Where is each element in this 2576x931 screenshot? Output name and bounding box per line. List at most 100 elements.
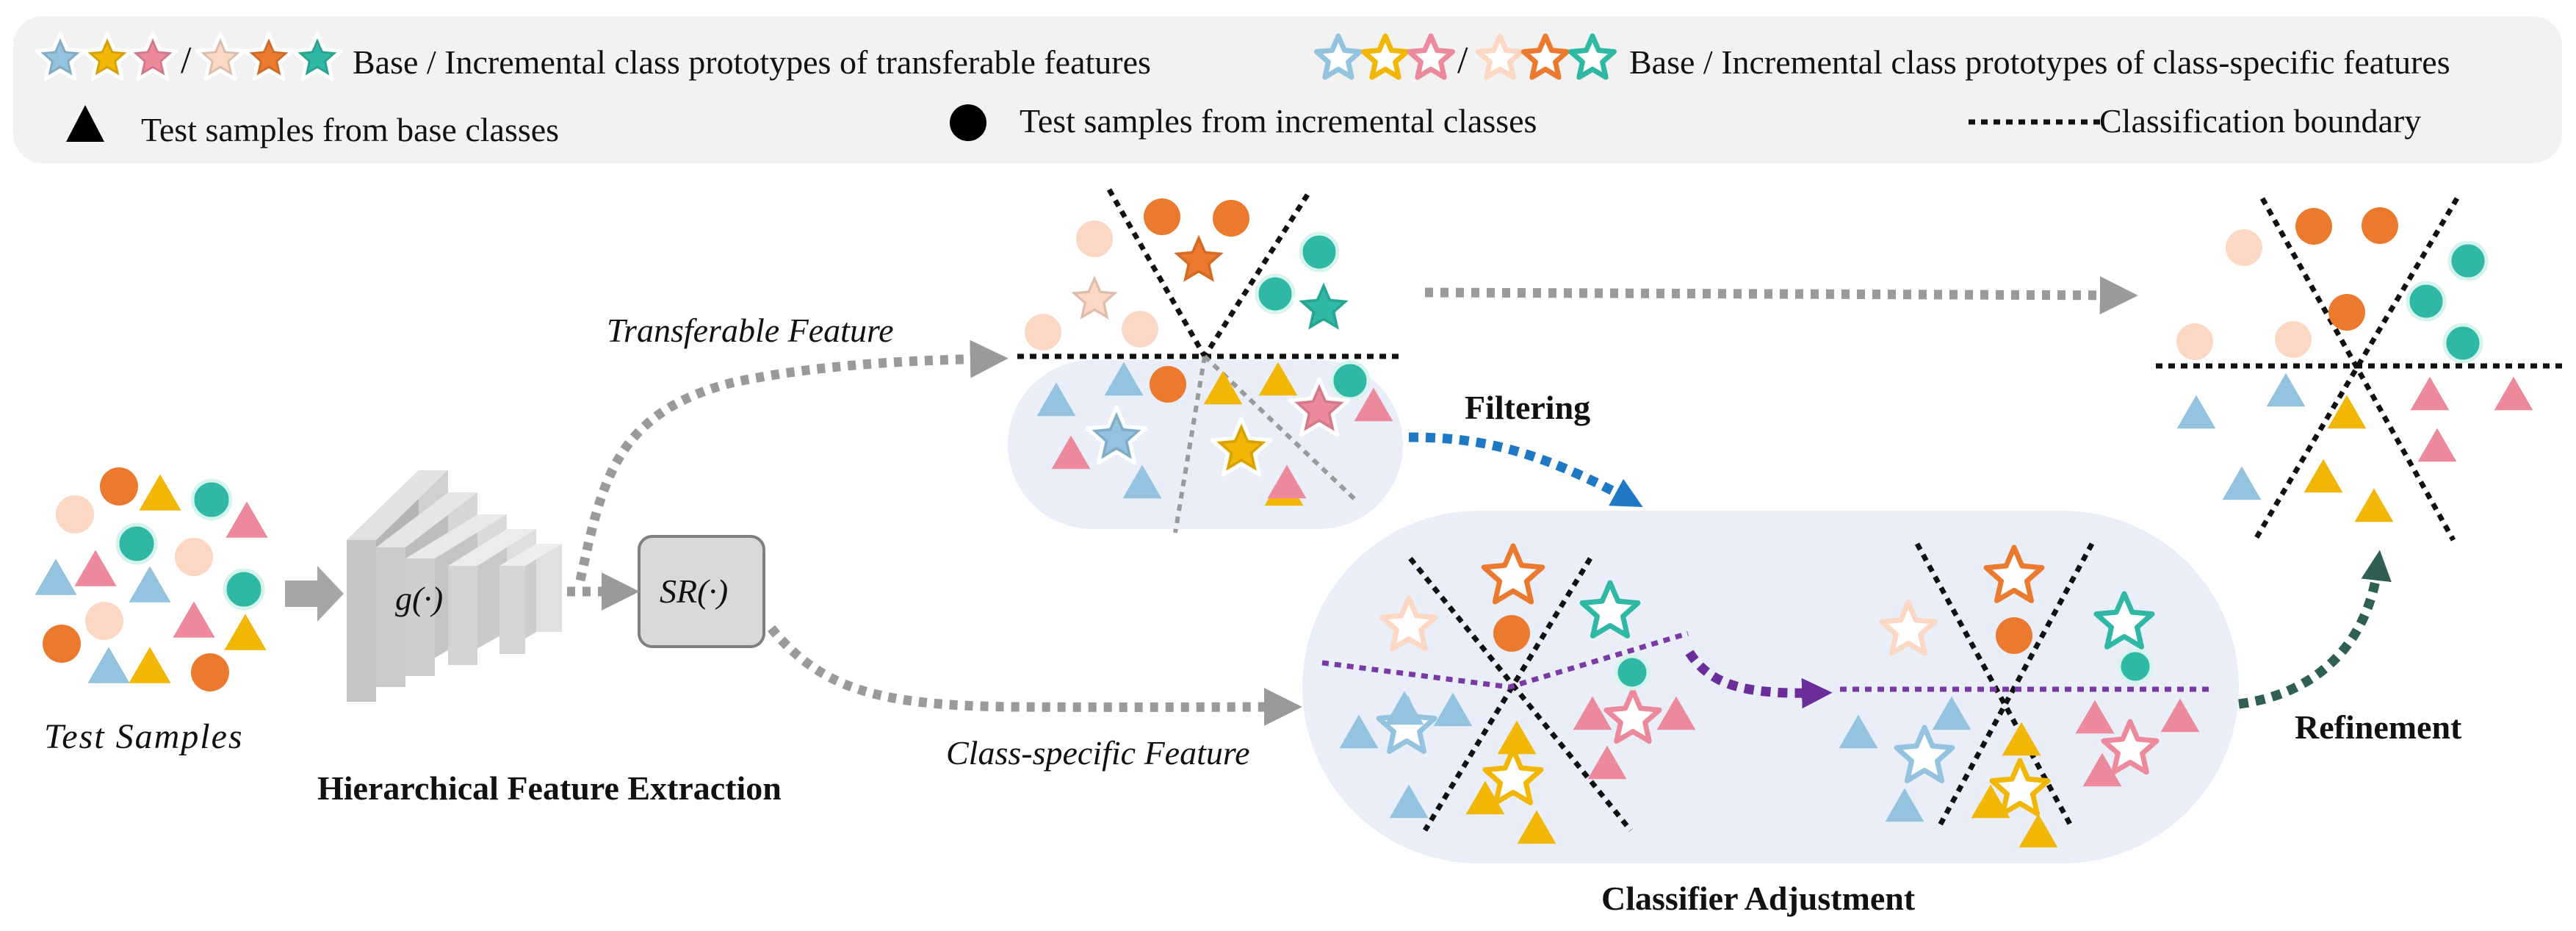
prototype-star-inner bbox=[1217, 425, 1266, 470]
prototype-star-icon bbox=[1085, 405, 1148, 465]
prototype-star-outline-icon bbox=[1361, 33, 1410, 80]
prototype-star-outline-icon bbox=[2093, 591, 2155, 650]
transferable-boundaries bbox=[1017, 188, 1403, 359]
base-sample-triangle-icon bbox=[1885, 788, 1924, 822]
base-sample-triangle-icon bbox=[1051, 435, 1091, 470]
refinement-arrow bbox=[2238, 550, 2392, 709]
prototype-star-outline-icon bbox=[1379, 595, 1438, 652]
class-specific-arrow bbox=[767, 625, 1302, 727]
base-sample-triangle-icon bbox=[1203, 370, 1243, 405]
prototype-star-icon bbox=[243, 32, 295, 81]
transferable-feature-space bbox=[1008, 188, 1403, 533]
feature-extractor: g(·) bbox=[347, 470, 562, 702]
prototype-star-inner bbox=[1092, 413, 1141, 459]
incremental-sample-circle-icon bbox=[175, 538, 213, 576]
prototype-star-outline-icon bbox=[1983, 544, 2045, 603]
base-sample-triangle-icon bbox=[1971, 784, 2010, 819]
classifier-adjustment bbox=[1302, 511, 2239, 863]
prototype-star-outline-icon bbox=[1568, 33, 1617, 80]
base-sample-triangle-icon bbox=[2082, 752, 2122, 787]
sr-function-label: SR(·) bbox=[660, 572, 728, 610]
prototype-star-outline-icon bbox=[1521, 33, 1570, 80]
incremental-sample-circle-icon bbox=[1493, 615, 1530, 652]
prototype-star-inner bbox=[1071, 276, 1118, 320]
base-sample-triangle-icon bbox=[1339, 714, 1379, 749]
base-sample-triangle-icon bbox=[224, 614, 267, 650]
base-sample-triangle-icon bbox=[2266, 373, 2306, 407]
adjustment-panel bbox=[1302, 511, 2239, 863]
base-sample-triangle-icon bbox=[2417, 428, 2457, 462]
legend-boundary-label: Classification boundary bbox=[2099, 102, 2421, 140]
prototype-star-outline-icon bbox=[1879, 600, 1938, 656]
adjustment-boundary-before-purple bbox=[1321, 630, 1689, 690]
classifier-adjustment-label: Classifier Adjustment bbox=[1601, 880, 1916, 917]
base-sample-triangle-icon bbox=[1587, 745, 1627, 780]
prototype-star-icon bbox=[195, 32, 246, 81]
base-sample-triangle-icon bbox=[129, 647, 171, 683]
prototype-star-outline-icon bbox=[1989, 758, 2051, 816]
base-sample-triangle-icon bbox=[139, 474, 181, 511]
prototype-star-outline-icon bbox=[1481, 543, 1545, 605]
prototype-star-icon bbox=[1288, 377, 1351, 437]
base-sample-triangle-icon bbox=[2002, 722, 2041, 756]
legend-background bbox=[13, 16, 2562, 163]
incremental-sample-circle-icon bbox=[223, 568, 265, 611]
transferable-samples bbox=[1025, 198, 1393, 506]
base-sample-triangle-icon bbox=[1656, 696, 1696, 730]
extractor-block-5 bbox=[499, 544, 562, 654]
prototype-star-icon bbox=[35, 32, 86, 81]
refined-samples bbox=[2176, 207, 2533, 522]
transferable-boundaries-faded bbox=[1173, 354, 1357, 533]
incremental-sample-circle-icon bbox=[115, 522, 158, 565]
test-samples-cluster bbox=[35, 467, 268, 691]
incremental-sample-circle-icon bbox=[2275, 321, 2312, 358]
base-sample-triangle-icon bbox=[2410, 376, 2450, 411]
incremental-sample-circle-icon bbox=[100, 467, 138, 506]
incremental-sample-circle-icon bbox=[1255, 273, 1296, 314]
base-sample-triangle-icon bbox=[1839, 714, 1878, 749]
incremental-sample-circle-icon bbox=[2117, 648, 2154, 685]
prototype-star-inner bbox=[201, 37, 240, 76]
base-sample-triangle-icon bbox=[1267, 464, 1307, 499]
adjustment-boundaries-before bbox=[1408, 556, 1633, 833]
transferable-arrow bbox=[575, 339, 1009, 582]
base-sample-triangle-icon bbox=[2176, 395, 2216, 429]
base-sample-triangle-icon bbox=[2303, 459, 2343, 493]
base-sample-triangle-icon bbox=[35, 558, 77, 595]
refined-boundaries bbox=[2156, 197, 2567, 542]
legend-triangle-icon bbox=[66, 105, 104, 142]
incremental-sample-circle-icon bbox=[1299, 231, 1340, 273]
legend-circle-icon bbox=[950, 104, 986, 141]
incremental-sample-circle-icon bbox=[1150, 366, 1186, 403]
prototype-star-outline-icon bbox=[2101, 719, 2160, 775]
incremental-sample-circle-icon bbox=[1076, 220, 1113, 257]
prototype-star-outline-icon bbox=[1476, 33, 1524, 80]
sr-module: SR(·) bbox=[638, 535, 765, 648]
prototype-star-outline-icon bbox=[1407, 33, 1455, 80]
base-sample-triangle-icon bbox=[1104, 362, 1144, 396]
test-samples-label: Test Samples bbox=[44, 717, 244, 756]
legend-base-samples-label: Test samples from base classes bbox=[141, 111, 559, 148]
incremental-sample-circle-icon bbox=[85, 602, 123, 640]
legend-class-specific-label: Base / Incremental class prototypes of c… bbox=[1629, 43, 2450, 81]
prototype-star-inner bbox=[249, 37, 289, 76]
base-sample-triangle-icon bbox=[1517, 810, 1556, 844]
base-sample-triangle-icon bbox=[1036, 382, 1076, 417]
legend-transferable-label: Base / Incremental class prototypes of t… bbox=[353, 43, 1151, 81]
extractor-function-label: g(·) bbox=[395, 580, 443, 617]
transferable-feature-label: Transferable Feature bbox=[607, 312, 894, 349]
legend-separator: / bbox=[181, 40, 192, 82]
legend-incremental-samples-label: Test samples from incremental classes bbox=[1020, 102, 1537, 140]
base-sample-triangle-icon bbox=[2494, 376, 2533, 411]
filtering-label: Filtering bbox=[1465, 389, 1590, 426]
adjustment-samples bbox=[1339, 543, 2200, 848]
refinement-label: Refinement bbox=[2295, 708, 2462, 746]
prototype-star-inner bbox=[1295, 385, 1343, 431]
prototype-star-icon bbox=[1167, 228, 1230, 288]
hfe-label: Hierarchical Feature Extraction bbox=[317, 769, 782, 807]
incremental-sample-circle-icon bbox=[1213, 200, 1249, 237]
base-sample-triangle-icon bbox=[2222, 466, 2262, 500]
base-sample-triangle-icon bbox=[2075, 700, 2115, 734]
incremental-sample-circle-icon bbox=[2442, 323, 2483, 364]
base-sample-triangle-icon bbox=[2160, 698, 2200, 733]
